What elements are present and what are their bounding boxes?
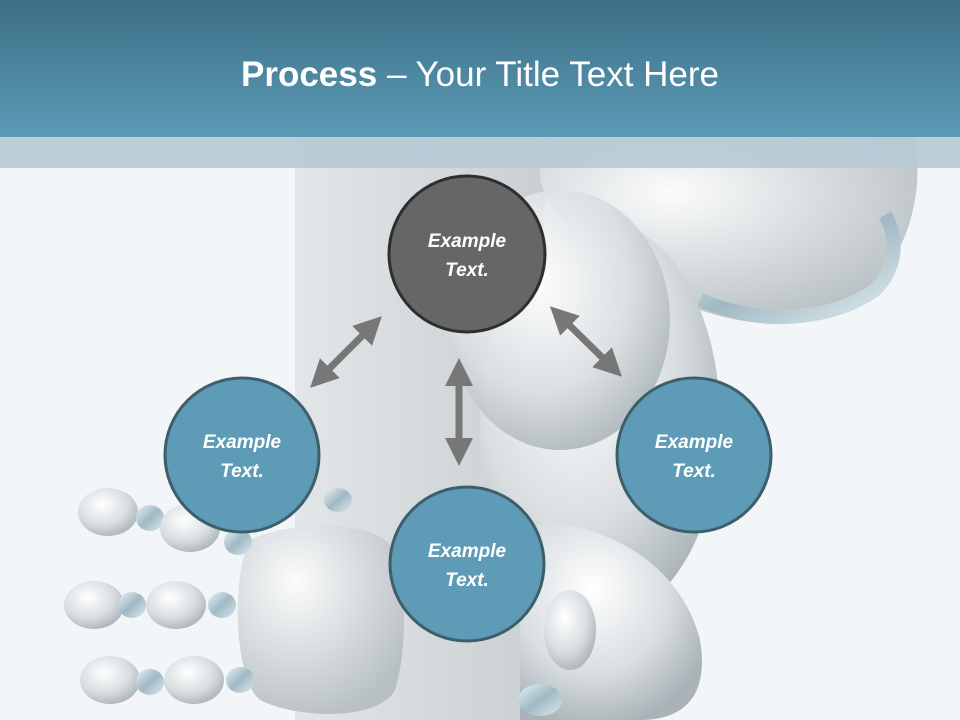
accent-band — [0, 137, 960, 168]
title-bar — [0, 0, 960, 137]
node-label-line2: Text. — [220, 461, 264, 482]
node-circle — [387, 174, 547, 334]
arrow-top-left — [310, 316, 382, 388]
process-node-top: Example Text. — [387, 174, 547, 334]
title-rest: – Your Title Text Here — [377, 55, 719, 94]
node-label-line1: Example — [203, 432, 282, 453]
node-circle — [615, 376, 773, 534]
process-node-left: Example Text. — [163, 376, 321, 534]
node-label-line2: Text. — [672, 461, 716, 482]
arrow-top-right — [550, 306, 622, 377]
node-circle — [388, 485, 546, 643]
node-label-line1: Example — [428, 541, 507, 562]
node-label-line2: Text. — [445, 260, 489, 281]
node-label-line2: Text. — [445, 570, 489, 591]
process-node-bottom: Example Text. — [388, 485, 546, 643]
node-label-line1: Example — [428, 231, 507, 252]
node-label-line1: Example — [655, 432, 734, 453]
node-circle — [163, 376, 321, 534]
slide-title: Process – Your Title Text Here — [0, 52, 960, 98]
process-node-right: Example Text. — [615, 376, 773, 534]
title-bold: Process — [241, 55, 378, 94]
